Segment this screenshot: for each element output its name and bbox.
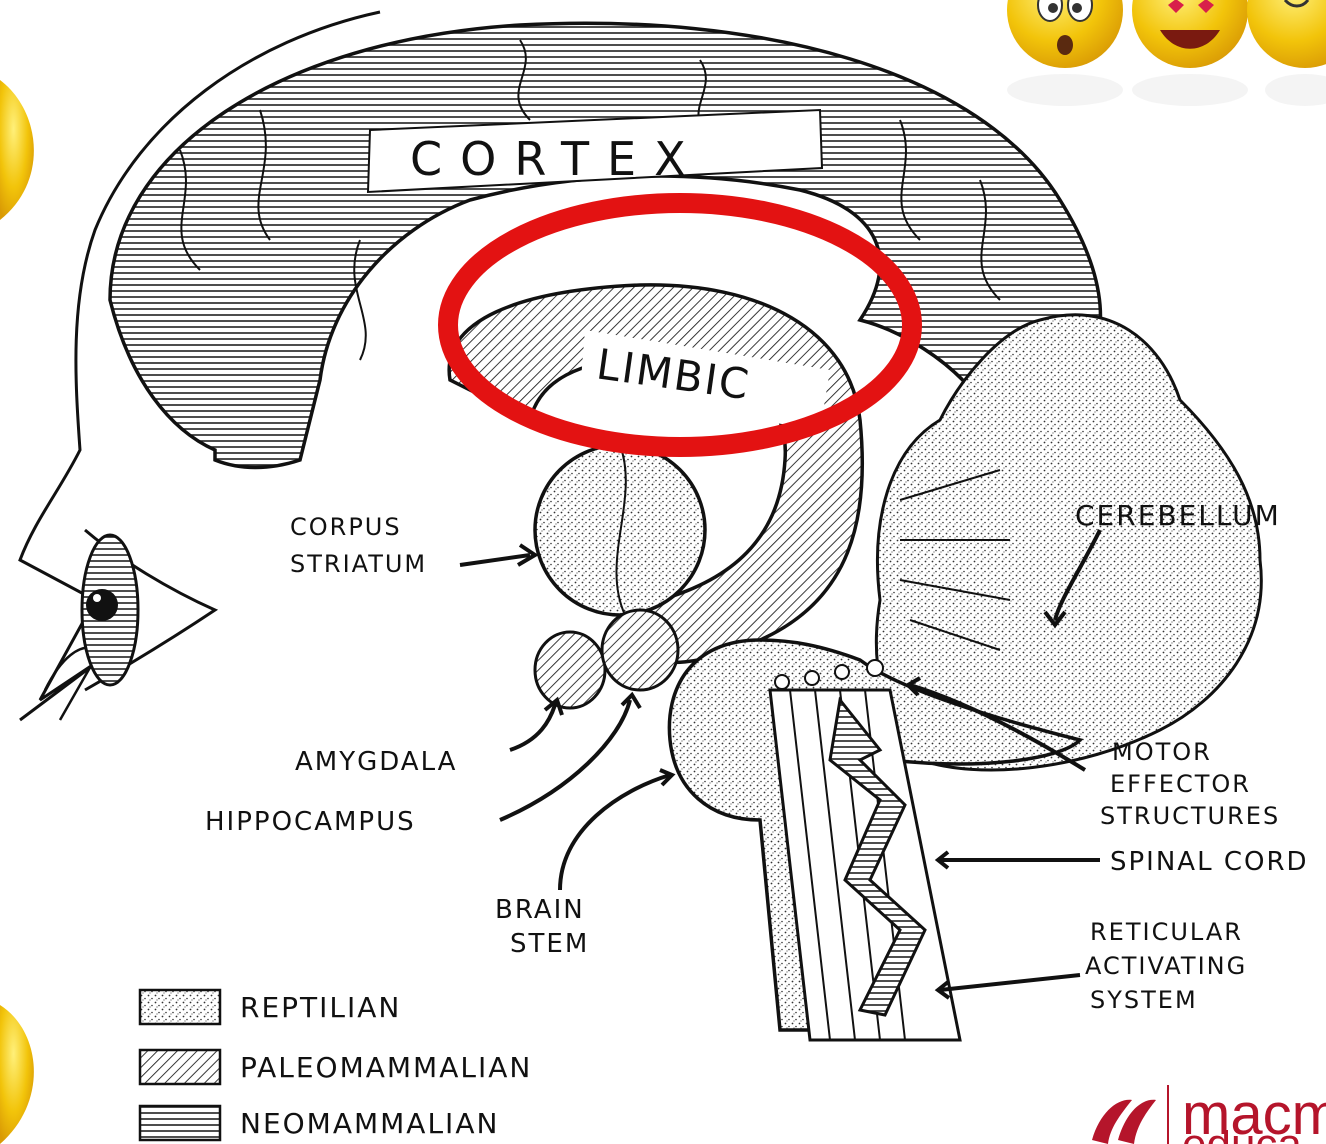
publisher-subname: educa — [1182, 1130, 1302, 1144]
amygdala-label: AMYGDALA — [295, 747, 457, 777]
ras-label-3: SYSTEM — [1090, 986, 1198, 1014]
motor-label-2: EFFECTOR — [1110, 770, 1251, 798]
brain-stem-label-1: BRAIN — [495, 895, 585, 925]
hippocampus-region — [602, 610, 678, 690]
amygdala-region — [535, 632, 605, 708]
spinal-cord-label: SPINAL CORD — [1110, 847, 1309, 877]
legend-label-paleomammalian: PALEOMAMMALIAN — [240, 1051, 532, 1084]
publisher-logo-icon — [1092, 1085, 1168, 1144]
brain-stem-label-2: STEM — [510, 929, 589, 959]
emoji-faces-icon — [1007, 0, 1326, 106]
legend-label-neomammalian: NEOMAMMALIAN — [240, 1107, 499, 1140]
eye-icon — [82, 530, 215, 690]
ras-label-2: ACTIVATING — [1085, 952, 1247, 980]
cerebellum-label: CEREBELLUM — [1075, 499, 1281, 532]
motor-label-3: STRUCTURES — [1100, 802, 1280, 830]
corpus-label-2: STRIATUM — [290, 550, 427, 578]
legend: REPTILIAN PALEOMAMMALIAN NEOMAMMALIAN — [140, 990, 532, 1140]
cortex-label: CORTEX — [410, 132, 704, 186]
hippocampus-label: HIPPOCAMPUS — [205, 807, 416, 837]
legend-swatch-neomammalian — [140, 1106, 220, 1140]
ras-label-1: RETICULAR — [1090, 918, 1243, 946]
legend-swatch-reptilian — [140, 990, 220, 1024]
emoji-edge-icon — [0, 80, 34, 1144]
motor-label-1: MOTOR — [1112, 738, 1212, 766]
legend-swatch-paleomammalian — [140, 1050, 220, 1084]
corpus-label-1: CORPUS — [290, 513, 402, 541]
legend-label-reptilian: REPTILIAN — [240, 991, 401, 1024]
